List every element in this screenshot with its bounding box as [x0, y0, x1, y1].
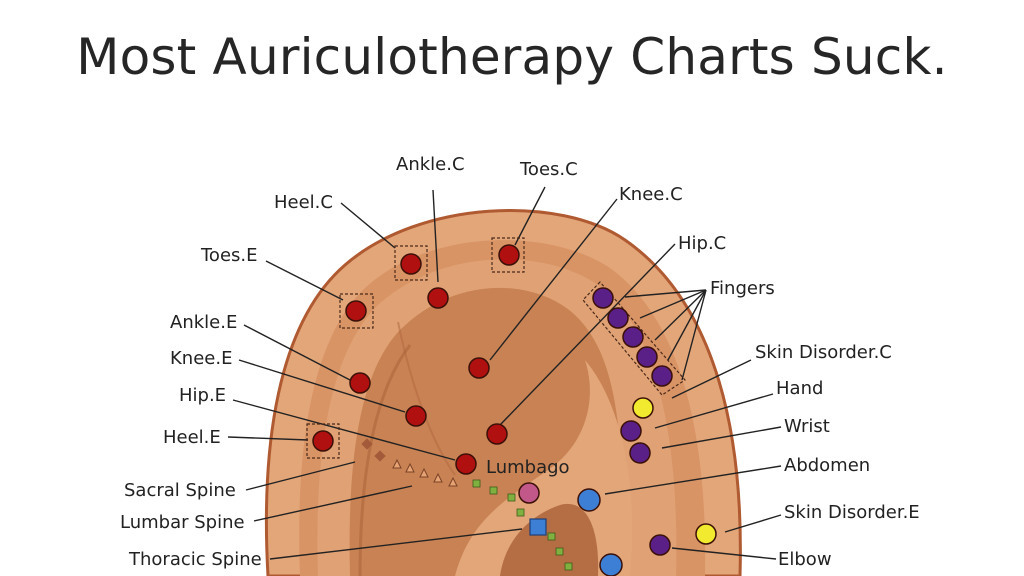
label-toes-c: Toes.C — [519, 159, 578, 180]
box-fingers — [582, 281, 686, 396]
skin-disorder-c-point — [632, 397, 654, 419]
label-ankle-c: Ankle.C — [396, 154, 465, 175]
finger-point — [592, 287, 614, 309]
blue-point-lower — [599, 553, 623, 576]
label-skin-disorder-e: Skin Disorder.E — [784, 502, 920, 523]
label-ankle-e: Ankle.E — [170, 312, 237, 333]
lumbar-spine-marker — [405, 462, 415, 473]
label-wrist: Wrist — [784, 416, 830, 437]
abdomen-point — [577, 488, 601, 512]
lumbar-spine-marker — [419, 467, 429, 478]
lumbar-spine-marker — [392, 458, 402, 469]
label-sacral-spine: Sacral Spine — [124, 480, 236, 501]
thoracic-spine-marker — [555, 547, 564, 556]
thoracic-spine-large-marker — [529, 518, 547, 536]
point-labels: Ankle.C Toes.C Heel.C Knee.C Hip.C Toes.… — [120, 154, 920, 570]
label-hand: Hand — [776, 378, 823, 399]
label-toes-e: Toes.E — [200, 245, 258, 266]
label-lumbago: Lumbago — [486, 457, 570, 478]
label-thoracic-spine: Thoracic Spine — [128, 549, 262, 570]
label-knee-c: Knee.C — [619, 184, 683, 205]
box-heel-c — [394, 245, 428, 281]
ear-inner-shadow — [358, 344, 412, 576]
ankle-c-point — [427, 287, 449, 309]
finger-point — [622, 326, 644, 348]
label-heel-e: Heel.E — [163, 427, 221, 448]
box-toes-e — [339, 293, 374, 329]
toes-e-point — [345, 300, 367, 322]
leader-lines — [227, 186, 782, 560]
thoracic-spine-marker — [564, 562, 573, 571]
hip-c-point — [486, 423, 508, 445]
heel-e-point — [312, 430, 334, 452]
knee-c-point — [468, 357, 490, 379]
hand-point — [620, 420, 642, 442]
marker-boxes — [306, 237, 686, 459]
label-elbow: Elbow — [778, 549, 832, 570]
hip-e-point — [455, 453, 477, 475]
label-hip-c: Hip.C — [678, 233, 726, 254]
box-heel-e — [306, 423, 340, 459]
finger-point — [651, 365, 673, 387]
toes-c-point — [498, 244, 520, 266]
skin-disorder-e-point — [695, 523, 717, 545]
thoracic-spine-marker — [507, 493, 516, 502]
box-toes-c — [491, 237, 525, 273]
finger-point — [636, 346, 658, 368]
finger-point — [607, 307, 629, 329]
page-title: Most Auriculotherapy Charts Suck. — [76, 28, 948, 86]
thoracic-spine-marker — [547, 532, 556, 541]
lumbago-point — [518, 482, 540, 504]
ankle-e-point — [349, 372, 371, 394]
label-knee-e: Knee.E — [170, 348, 232, 369]
elbow-point — [649, 534, 671, 556]
label-fingers: Fingers — [710, 278, 775, 299]
label-skin-disorder-c: Skin Disorder.C — [755, 342, 892, 363]
wrist-point — [629, 442, 651, 464]
label-abdomen: Abdomen — [784, 455, 870, 476]
lumbar-spine-marker — [448, 476, 458, 487]
ear-illustration — [264, 209, 742, 576]
thoracic-spine-marker — [489, 486, 498, 495]
acupoints — [312, 244, 717, 576]
label-heel-c: Heel.C — [274, 192, 333, 213]
lumbar-spine-marker — [433, 472, 443, 483]
thoracic-spine-marker — [516, 508, 525, 517]
label-hip-e: Hip.E — [179, 385, 226, 406]
label-lumbar-spine: Lumbar Spine — [120, 512, 245, 533]
thoracic-spine-marker — [472, 479, 481, 488]
knee-e-point — [405, 405, 427, 427]
heel-c-point — [400, 253, 422, 275]
